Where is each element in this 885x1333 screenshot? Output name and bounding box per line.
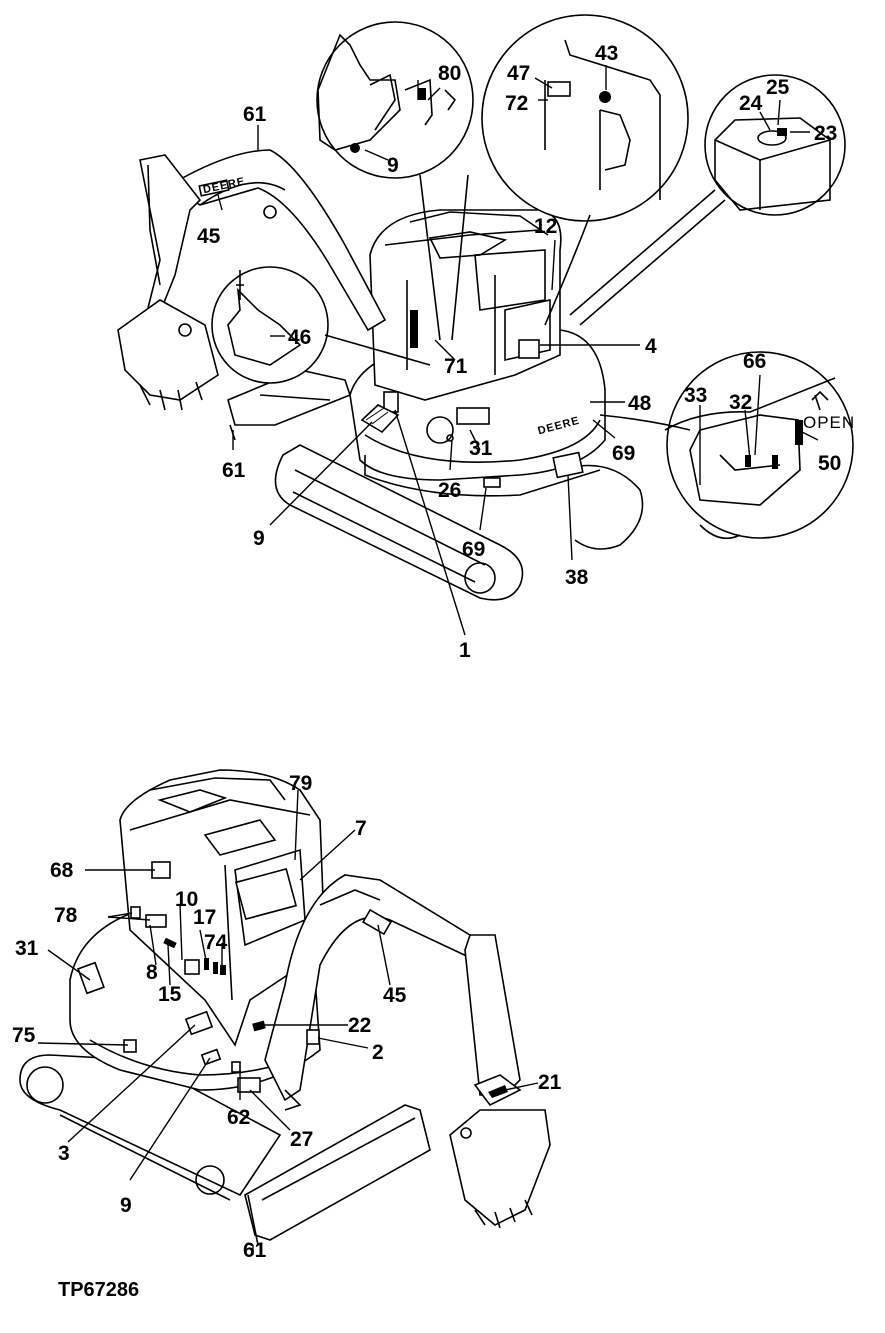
top-callout-labels: 61 45 9 80 47 43 72 12 25 24 23 46 71 4 … <box>197 42 841 662</box>
callout-17: 17 <box>193 906 216 929</box>
callout-80: 80 <box>438 62 461 85</box>
callout-24: 24 <box>739 92 763 115</box>
callout-69-right: 69 <box>612 442 635 465</box>
callout-43: 43 <box>595 42 618 65</box>
top-leader-lines <box>217 65 819 636</box>
callout-2: 2 <box>372 1041 384 1064</box>
callout-48: 48 <box>628 392 652 415</box>
callout-32: 32 <box>729 391 752 414</box>
inset-circle-lever <box>211 266 431 384</box>
callout-9-inset: 9 <box>387 154 399 177</box>
callout-8: 8 <box>146 961 158 984</box>
callout-68: 68 <box>50 859 74 882</box>
callout-22: 22 <box>348 1014 371 1037</box>
callout-38: 38 <box>565 566 589 589</box>
callout-12: 12 <box>534 215 557 238</box>
callout-66: 66 <box>743 350 766 373</box>
callout-45-top: 45 <box>197 225 221 248</box>
inset-circle-engine: OPEN <box>599 351 855 540</box>
callout-50: 50 <box>818 452 841 475</box>
callout-7: 7 <box>355 817 367 840</box>
callout-61-top: 61 <box>243 103 267 126</box>
callout-71: 71 <box>444 355 468 378</box>
callout-78: 78 <box>54 904 78 927</box>
callout-61-left: 61 <box>222 459 246 482</box>
callout-27: 27 <box>290 1128 313 1151</box>
callout-61-bottom: 61 <box>243 1239 267 1262</box>
callout-69-lower: 69 <box>462 538 485 561</box>
callout-21: 21 <box>538 1071 562 1094</box>
inset-circle-cab-door <box>481 14 689 326</box>
callout-46: 46 <box>288 326 311 349</box>
inset-circle-fuel-cap <box>569 74 846 326</box>
callout-47: 47 <box>507 62 530 85</box>
callout-4: 4 <box>645 335 657 358</box>
callout-31-top: 31 <box>469 437 493 460</box>
callout-10: 10 <box>175 888 198 911</box>
callout-75: 75 <box>12 1024 36 1047</box>
callout-3: 3 <box>58 1142 70 1165</box>
callout-15: 15 <box>158 983 182 1006</box>
inset-circle-seat <box>316 21 474 341</box>
callout-9-bottom: 9 <box>120 1194 132 1217</box>
excavator-top-illustration: DEERE DEERE <box>117 149 644 601</box>
callout-31-bottom: 31 <box>15 937 39 960</box>
callout-23: 23 <box>814 122 837 145</box>
callout-9-top: 9 <box>253 527 265 550</box>
callout-25: 25 <box>766 76 790 99</box>
figure-id: TP67286 <box>58 1279 139 1301</box>
callout-33: 33 <box>684 384 707 407</box>
callout-74: 74 <box>204 931 228 954</box>
callout-45-bottom: 45 <box>383 984 407 1007</box>
excavator-bottom-illustration <box>19 769 551 1246</box>
callout-26: 26 <box>438 479 461 502</box>
callout-1: 1 <box>459 639 471 662</box>
bottom-leader-lines <box>37 789 539 1255</box>
bottom-callout-labels: 79 7 68 10 78 17 74 31 8 15 45 22 2 75 2… <box>12 772 562 1262</box>
callout-79: 79 <box>289 772 312 795</box>
callout-62: 62 <box>227 1106 250 1129</box>
inset-open-text: OPEN <box>803 413 855 432</box>
callout-72: 72 <box>505 92 528 115</box>
